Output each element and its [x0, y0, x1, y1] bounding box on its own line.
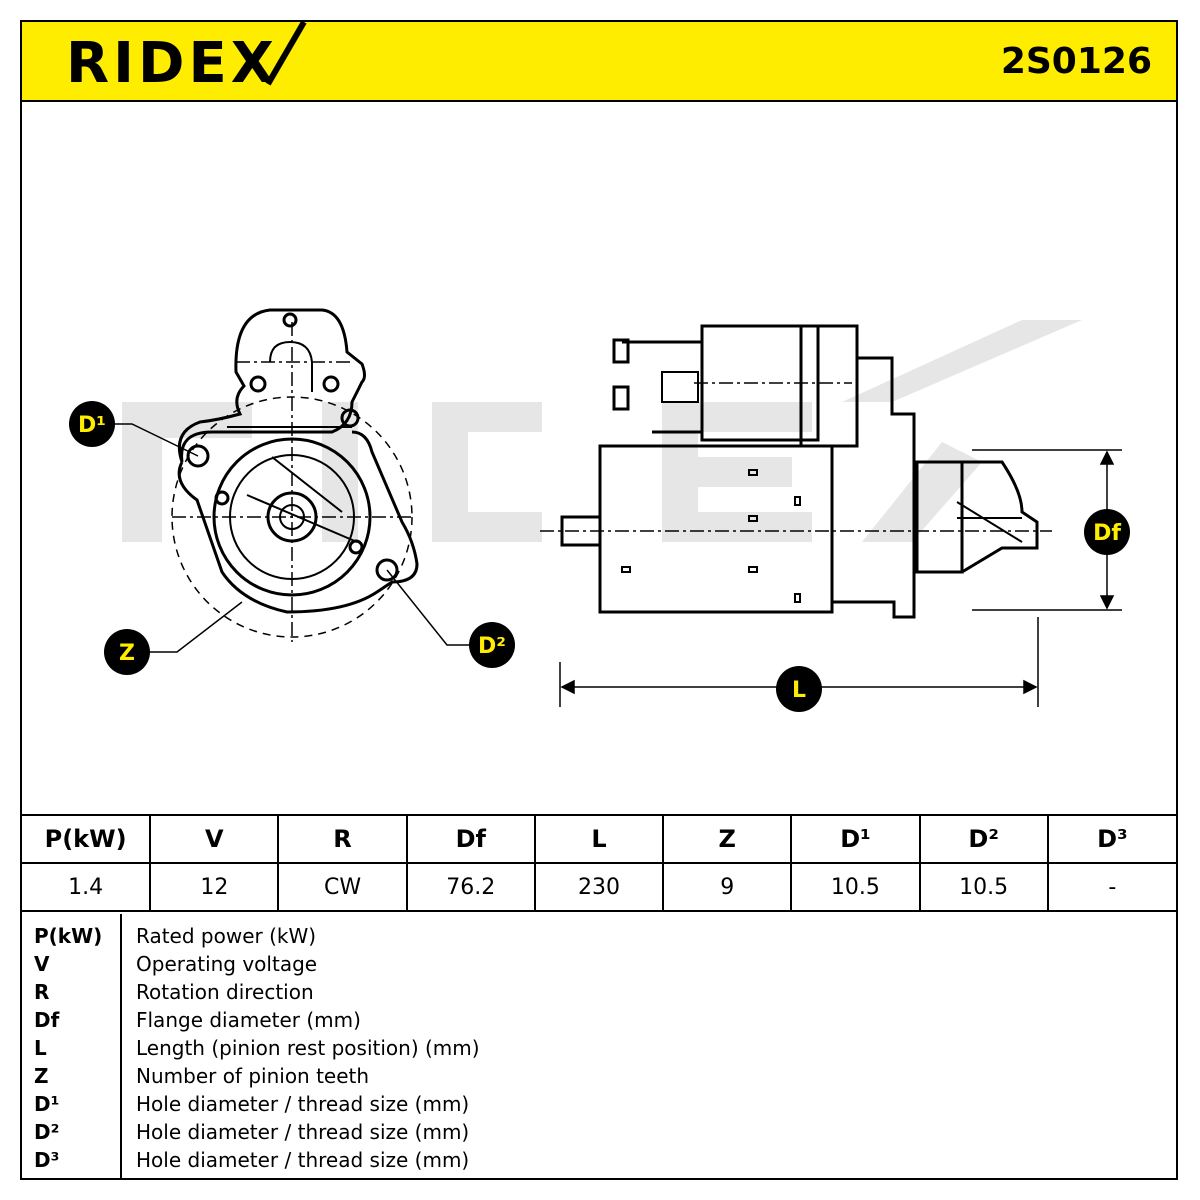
specs-header-cell: L	[533, 814, 665, 864]
l-callout: L	[776, 666, 822, 712]
legend-desc: Hole diameter / thread size (mm)	[136, 1120, 470, 1144]
part-number: 2S0126	[1000, 41, 1152, 82]
legend-key: Df	[34, 1008, 60, 1032]
legend-desc: Operating voltage	[136, 952, 318, 976]
brand-slash-graphic	[265, 20, 307, 86]
legend-desc: Number of pinion teeth	[136, 1064, 370, 1088]
legend-key: D²	[34, 1120, 60, 1144]
d2-callout-label: D²	[478, 634, 506, 659]
df-callout-label: Df	[1093, 521, 1121, 546]
legend-key: Z	[34, 1064, 49, 1088]
legend-desc: Rated power (kW)	[136, 924, 317, 948]
header-bar: RIDEX 2S0126	[22, 20, 1176, 102]
specs-header-cell: D¹	[790, 814, 921, 864]
technical-drawing: D¹ Z D² Df L	[22, 102, 1176, 814]
side-view-details	[621, 371, 1023, 603]
legend-desc: Hole diameter / thread size (mm)	[136, 1092, 470, 1116]
legend-row: D² Hole diameter / thread size (mm)	[22, 1118, 1176, 1146]
legend-row: D³ Hole diameter / thread size (mm)	[22, 1146, 1176, 1174]
ridex-watermark	[122, 320, 1082, 542]
specs-value-cell: 9	[662, 862, 793, 912]
legend-key: P(kW)	[34, 924, 103, 948]
legend-key: L	[34, 1036, 47, 1060]
legend-divider	[120, 914, 122, 1178]
legend-row: R Rotation direction	[22, 978, 1176, 1006]
legend-row: Df Flange diameter (mm)	[22, 1006, 1176, 1034]
specs-header-cell: Z	[662, 814, 793, 864]
df-callout: Df	[1084, 509, 1130, 555]
specs-table: P(kW) V R Df L Z D¹ D² D³ 1.4 12 CW 76.2…	[22, 814, 1176, 912]
legend-key: D¹	[34, 1092, 60, 1116]
side-view-axis	[540, 382, 1052, 532]
front-view	[177, 308, 419, 614]
side-view	[560, 324, 1039, 619]
specs-value-cell: 1.4	[22, 862, 152, 912]
specs-header-cell: R	[277, 814, 408, 864]
legend: P(kW) Rated power (kW) V Operating volta…	[22, 914, 1176, 1178]
legend-row: P(kW) Rated power (kW)	[22, 922, 1176, 950]
front-view-guides	[171, 322, 413, 642]
legend-key: R	[34, 980, 50, 1004]
z-callout-label: Z	[119, 641, 135, 666]
legend-row: Z Number of pinion teeth	[22, 1062, 1176, 1090]
legend-desc: Hole diameter / thread size (mm)	[136, 1148, 470, 1172]
legend-key: V	[34, 952, 50, 976]
datasheet-frame: RIDEX 2S0126	[20, 20, 1178, 1180]
legend-key: D³	[34, 1148, 60, 1172]
legend-row: L Length (pinion rest position) (mm)	[22, 1034, 1176, 1062]
legend-desc: Length (pinion rest position) (mm)	[136, 1036, 480, 1060]
specs-value-cell: 10.5	[790, 862, 921, 912]
specs-header-cell: V	[149, 814, 280, 864]
legend-desc: Rotation direction	[136, 980, 314, 1004]
specs-value-cell: 12	[149, 862, 280, 912]
specs-value-cell: CW	[277, 862, 408, 912]
d1-callout-label: D¹	[78, 413, 106, 438]
specs-value-row: 1.4 12 CW 76.2 230 9 10.5 10.5 -	[22, 862, 1176, 912]
specs-header-cell: Df	[405, 814, 536, 864]
specs-header-cell: D²	[918, 814, 1049, 864]
specs-header-cell: P(kW)	[22, 814, 152, 864]
specs-header-cell: D³	[1046, 814, 1176, 864]
brand-name: RIDEX	[66, 31, 278, 96]
starter-motor-drawing: D¹ Z D² Df L	[69, 308, 1130, 712]
brand-logo: RIDEX	[42, 20, 312, 100]
specs-value-cell: 230	[533, 862, 665, 912]
specs-value-cell: -	[1046, 862, 1176, 912]
specs-value-cell: 76.2	[405, 862, 536, 912]
legend-row: V Operating voltage	[22, 950, 1176, 978]
specs-value-cell: 10.5	[918, 862, 1049, 912]
legend-desc: Flange diameter (mm)	[136, 1008, 361, 1032]
l-callout-label: L	[792, 678, 806, 703]
d2-callout: D²	[469, 622, 515, 668]
z-callout: Z	[104, 629, 150, 675]
legend-row: D¹ Hole diameter / thread size (mm)	[22, 1090, 1176, 1118]
d1-callout: D¹	[69, 401, 115, 447]
specs-header-row: P(kW) V R Df L Z D¹ D² D³	[22, 814, 1176, 864]
